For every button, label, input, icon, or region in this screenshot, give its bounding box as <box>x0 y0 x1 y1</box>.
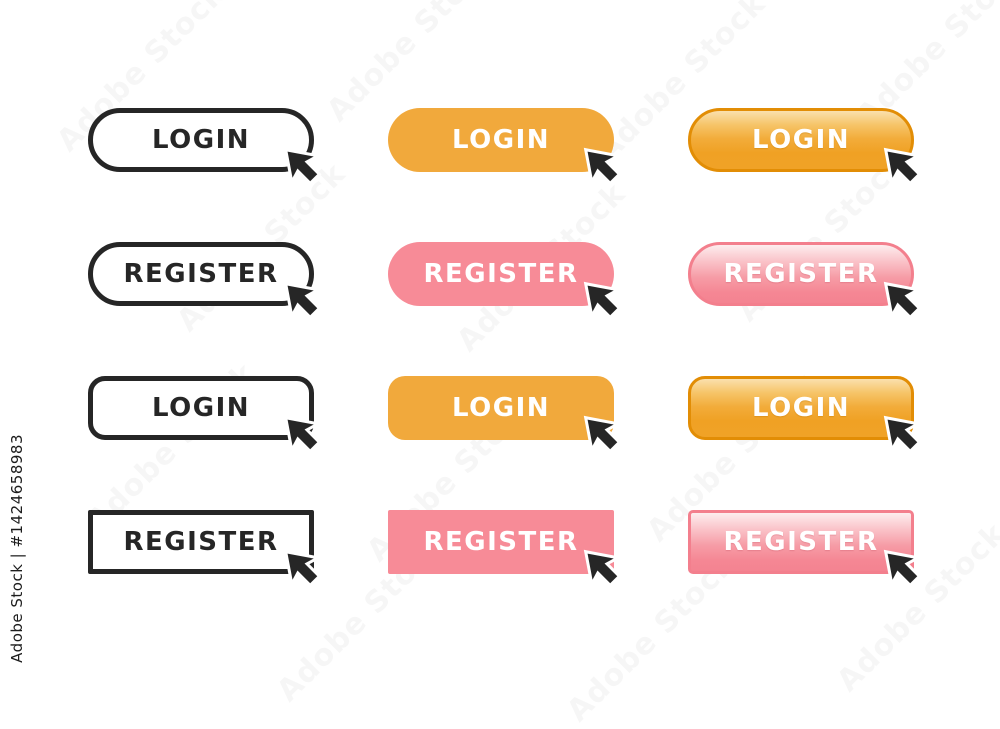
cell-register-pill-outline: REGISTER <box>88 242 323 321</box>
login-button-rounded-flat-orange[interactable]: LOGIN <box>388 376 614 440</box>
cell-login-rounded-flat: LOGIN <box>388 376 623 455</box>
register-button-rect-flat-pink[interactable]: REGISTER <box>388 510 614 574</box>
login-button-pill-outline[interactable]: LOGIN <box>88 108 314 172</box>
button-set-illustration: Adobe Stock Adobe Stock Adobe Stock Adob… <box>8 108 923 663</box>
register-button-pill-flat-pink[interactable]: REGISTER <box>388 242 614 306</box>
stock-id-watermark: Adobe Stock | #1424658983 <box>8 434 26 663</box>
cell-register-pill-glossy: REGISTER <box>688 242 923 321</box>
button-grid: LOGIN LOGIN LOGIN <box>88 108 923 589</box>
login-button-rounded-glossy-orange[interactable]: LOGIN <box>688 376 914 440</box>
register-button-rect-glossy-pink[interactable]: REGISTER <box>688 510 914 574</box>
cell-login-rounded-outline: LOGIN <box>88 376 323 455</box>
register-button-pill-outline[interactable]: REGISTER <box>88 242 314 306</box>
cell-login-pill-glossy: LOGIN <box>688 108 923 187</box>
register-button-rect-outline[interactable]: REGISTER <box>88 510 314 574</box>
login-button-pill-glossy-orange[interactable]: LOGIN <box>688 108 914 172</box>
cell-register-rect-flat: REGISTER <box>388 510 623 589</box>
cell-register-pill-flat: REGISTER <box>388 242 623 321</box>
register-button-pill-glossy-pink[interactable]: REGISTER <box>688 242 914 306</box>
cell-login-rounded-glossy: LOGIN <box>688 376 923 455</box>
cell-register-rect-outline: REGISTER <box>88 510 323 589</box>
cell-register-rect-glossy: REGISTER <box>688 510 923 589</box>
login-button-rounded-outline[interactable]: LOGIN <box>88 376 314 440</box>
cell-login-pill-flat: LOGIN <box>388 108 623 187</box>
login-button-pill-flat-orange[interactable]: LOGIN <box>388 108 614 172</box>
cell-login-pill-outline: LOGIN <box>88 108 323 187</box>
